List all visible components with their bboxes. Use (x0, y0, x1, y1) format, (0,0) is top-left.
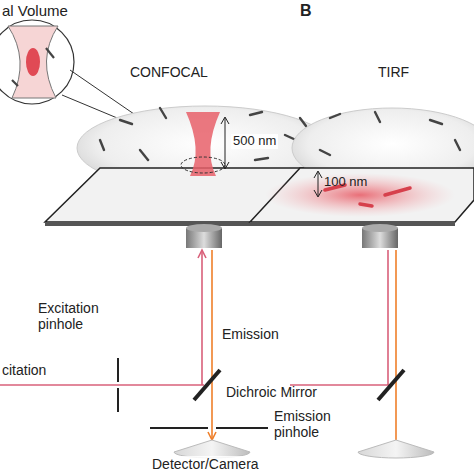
panel-title: TIRF (378, 64, 409, 80)
mirror-label: Dichroic Mirror (226, 384, 317, 400)
pinhole-label: Excitation pinhole (38, 300, 120, 332)
detector-label: Detector/Camera (150, 456, 261, 472)
tirf-sample (250, 108, 474, 248)
confocal-optics (0, 250, 268, 458)
pinhole-label: Emission pinhole (274, 408, 354, 440)
beam-label: Emission (222, 326, 279, 342)
panel-title: CONFOCAL (130, 64, 208, 80)
panel-letter: B (300, 2, 312, 20)
beam-label: citation (2, 362, 46, 378)
dimension-label: 100 nm (324, 175, 367, 190)
dimension-label: 500 nm (231, 134, 278, 149)
inset-title: al Volume (2, 2, 68, 19)
